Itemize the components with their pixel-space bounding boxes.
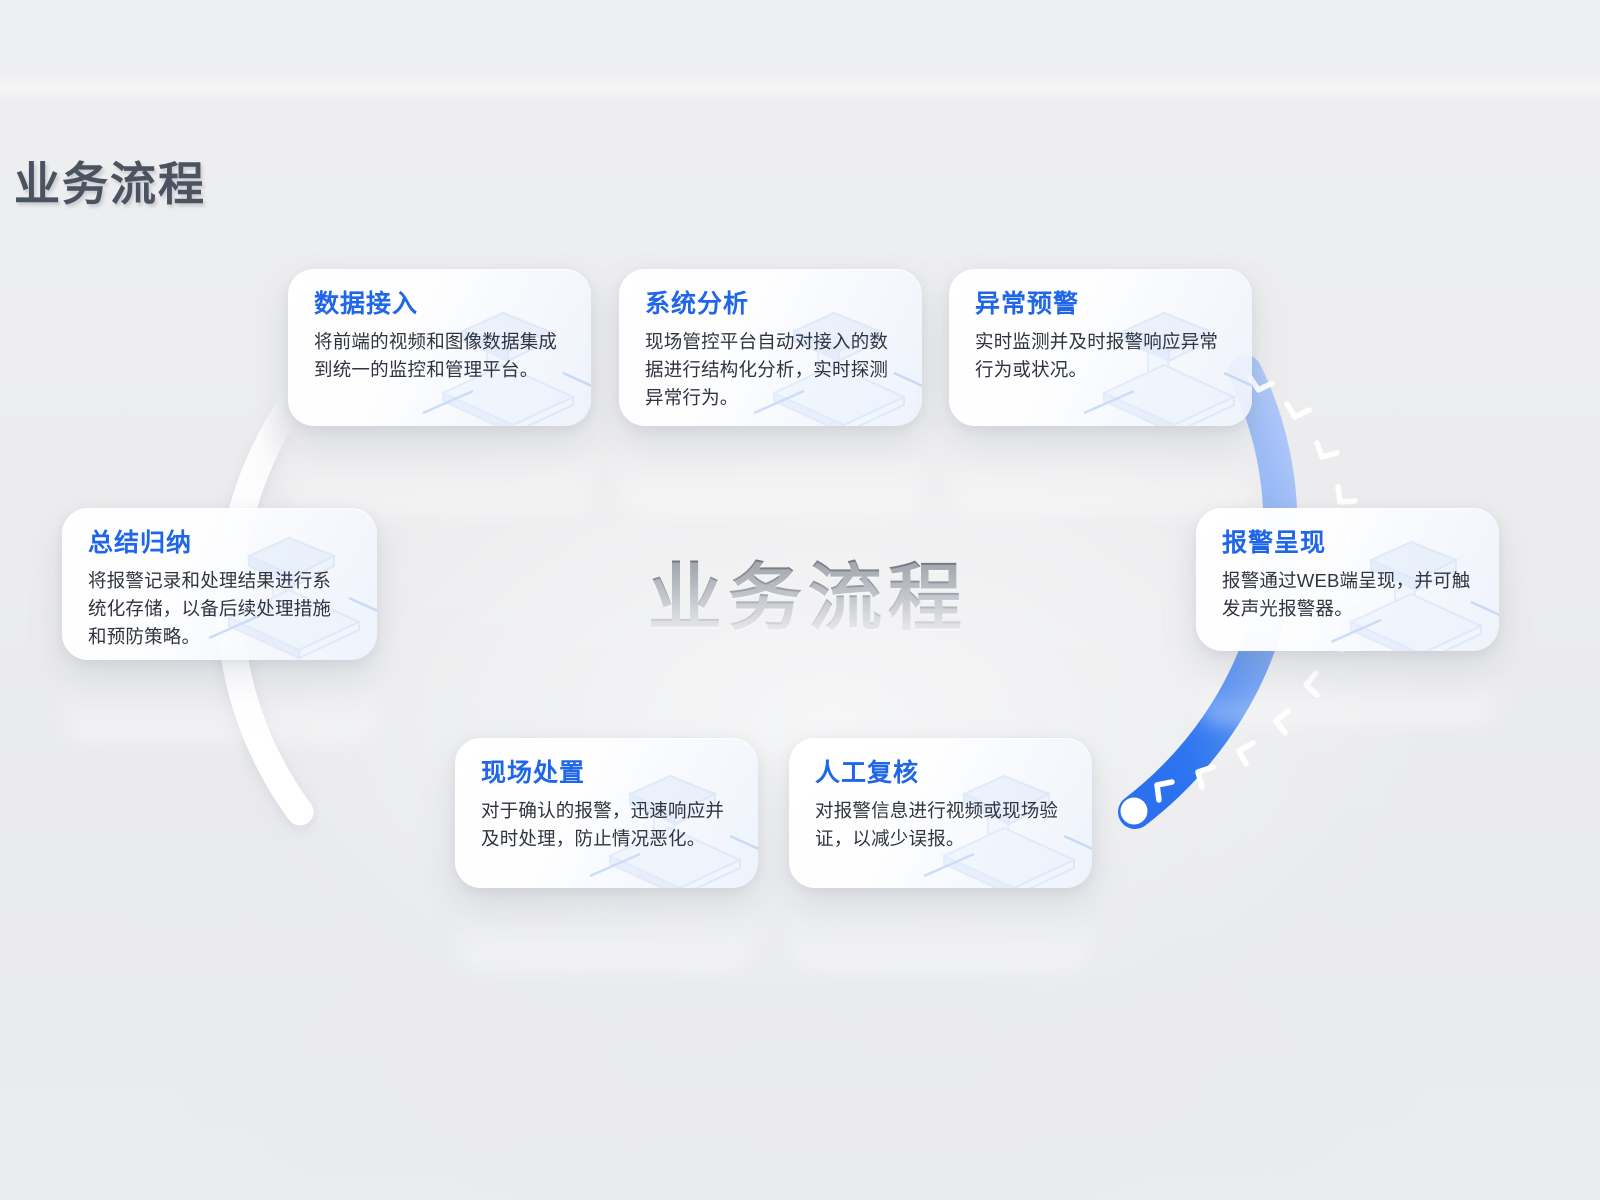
flow-step-card-5[interactable]: 人工复核 对报警信息进行视频或现场验证，以减少误报。: [789, 738, 1092, 888]
card-reflection: [1196, 653, 1499, 725]
flow-step-card-1[interactable]: 数据接入 将前端的视频和图像数据集成到统一的监控和管理平台。: [288, 269, 591, 426]
card-description: 对于确认的报警，迅速响应并及时处理，防止情况恶化。: [481, 799, 725, 849]
card-description: 将前端的视频和图像数据集成到统一的监控和管理平台。: [314, 330, 558, 380]
card-description: 报警通过WEB端呈现，并可触发声光报警器。: [1222, 569, 1471, 619]
flow-step-card-4[interactable]: 报警呈现 报警通过WEB端呈现，并可触发声光报警器。: [1196, 508, 1499, 651]
page-title: 业务流程: [14, 158, 206, 210]
card-title: 人工复核: [815, 759, 920, 787]
card-description: 现场管控平台自动对接入的数据进行结构化分析，实时探测异常行为。: [645, 330, 889, 409]
center-watermark: 业务流程: [648, 538, 968, 645]
flow-step-card-6[interactable]: 现场处置 对于确认的报警，迅速响应并及时处理，防止情况恶化。: [455, 738, 758, 888]
card-title: 系统分析: [645, 290, 750, 318]
background-highlight-band: [0, 72, 1600, 102]
arc-endpoint-dot: [1120, 797, 1148, 825]
card-title: 异常预警: [975, 290, 1080, 318]
card-title: 数据接入: [314, 290, 419, 318]
card-title: 现场处置: [481, 759, 586, 787]
card-description: 对报警信息进行视频或现场验证，以减少误报。: [815, 799, 1059, 849]
card-description: 实时监测并及时报警响应异常行为或状况。: [975, 330, 1219, 380]
card-reflection: [789, 890, 1092, 970]
card-reflection: [949, 428, 1252, 514]
card-description: 将报警记录和处理结果进行系统化存储，以备后续处理措施和预防策略。: [88, 569, 332, 648]
card-reflection: [619, 428, 922, 514]
card-title: 总结归纳: [88, 529, 193, 557]
flow-step-card-7[interactable]: 总结归纳 将报警记录和处理结果进行系统化存储，以备后续处理措施和预防策略。: [62, 508, 377, 660]
card-reflection: [455, 890, 758, 970]
flow-step-card-2[interactable]: 系统分析 现场管控平台自动对接入的数据进行结构化分析，实时探测异常行为。: [619, 269, 922, 426]
card-reflection: [288, 428, 591, 514]
flow-step-card-3[interactable]: 异常预警 实时监测并及时报警响应异常行为或状况。: [949, 269, 1252, 426]
card-title: 报警呈现: [1222, 529, 1327, 557]
card-reflection: [62, 662, 377, 742]
